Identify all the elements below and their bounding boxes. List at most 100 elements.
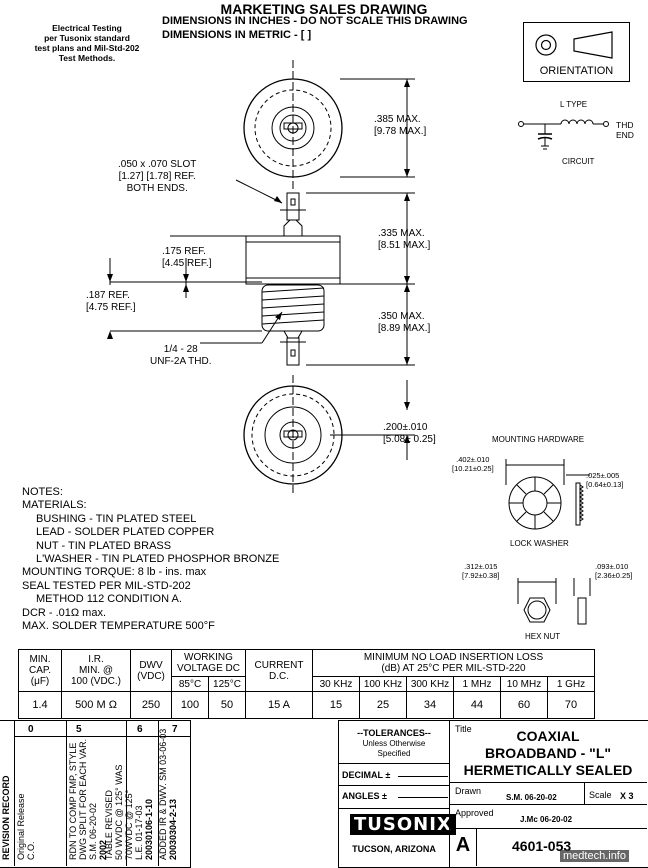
note-line: MOUNTING TORQUE: 8 lb - ins. max: [22, 566, 207, 579]
dim-metric: [2.36±0.25]: [595, 571, 633, 580]
cell-dwv: 250: [130, 691, 172, 719]
dim-187-ref: .187 REF. [4.75 REF.]: [86, 290, 135, 314]
drawn-label: Drawn: [455, 786, 482, 796]
dim-metric: [4.75 REF.]: [86, 302, 136, 313]
thread-spec: 1/4 - 28 UNF-2A THD.: [150, 344, 212, 368]
orientation-circle-icon: [535, 34, 557, 56]
circuit-end-label: END: [616, 130, 634, 140]
note-line: SEAL TESTED PER MIL-STD-202: [22, 579, 191, 592]
rev-6-number: 6: [137, 724, 143, 735]
cell-current: 15 A: [245, 691, 313, 719]
rev-0-number: 0: [28, 724, 34, 735]
dim-inch: .312±.015: [464, 562, 498, 571]
electrical-testing-line: Electrical Testing: [52, 23, 122, 33]
drawing-size: A: [455, 834, 471, 856]
lock-washer-label: LOCK WASHER: [510, 539, 569, 548]
cell-wv125: 50: [208, 691, 246, 719]
washer-od-dim: .402±.010 [10.21±0.25]: [452, 455, 494, 473]
cell-loss: 60: [500, 691, 548, 719]
rev-5-number: 5: [76, 724, 82, 735]
dimensions-metric-note: DIMENSIONS IN METRIC - [ ]: [162, 29, 312, 41]
mounting-hardware-title: MOUNTING HARDWARE: [492, 435, 585, 444]
terminal-right-icon: [603, 121, 609, 127]
dim-metric: [4.45 REF.]: [162, 258, 212, 269]
lock-washer-drawing: [505, 459, 590, 530]
slot-line: .050 x .070 SLOT: [118, 159, 197, 170]
header-freq: 1 GHz: [547, 676, 595, 692]
dim-metric: [5.08± 0.25]: [383, 434, 436, 445]
electrical-testing-line: Test Methods.: [58, 53, 116, 63]
table-row: 1.4 500 M Ω 250 100 50 15 A 15 25 34 44 …: [18, 691, 595, 719]
dimensions-inches-note: DIMENSIONS IN INCHES - DO NOT SCALE THIS…: [162, 15, 468, 27]
thread-line: UNF-2A THD.: [150, 356, 212, 367]
header-ir: I.R.MIN. @100 (VDC.): [61, 649, 131, 692]
dim-metric: [10.21±0.25]: [452, 464, 494, 473]
header-min-cap: MIN.CAP.(μF): [18, 649, 62, 692]
notes-heading: NOTES:: [22, 486, 63, 498]
header-dwv: DWV(VDC): [130, 649, 172, 692]
hex-nut-thickness-dim: .093±.010 [2.36±0.25]: [595, 562, 632, 580]
header-freq: 30 KHz: [312, 676, 360, 692]
component-drawing: [107, 60, 415, 495]
slot-line: [1.27] [1.78] REF.: [118, 171, 196, 182]
dim-175-ref: .175 REF. [4.45 REF.]: [162, 246, 211, 270]
dim-inch: .385 MAX.: [374, 114, 421, 125]
cell-loss: 25: [359, 691, 407, 719]
angles-tolerance-label: ANGLES ±: [342, 791, 387, 801]
scale-value: X 3: [620, 791, 634, 801]
dim-inch: .350 MAX.: [378, 311, 425, 322]
header-freq: 10 MHz: [500, 676, 548, 692]
header-wv-125c: 125°C: [208, 676, 246, 692]
part-number: 4601-053: [512, 838, 572, 854]
note-line: BUSHING - TIN PLATED STEEL: [36, 512, 197, 525]
decimal-tolerance-label: DECIMAL ±: [342, 770, 391, 780]
cell-loss: 34: [406, 691, 454, 719]
dim-inch: .093±.010: [595, 562, 629, 571]
bottom-terminal: [286, 337, 300, 366]
cell-loss: 15: [312, 691, 360, 719]
note-line: NUT - TIN PLATED BRASS: [36, 539, 172, 552]
header-wv-85c: 85°C: [171, 676, 209, 692]
header-insertion-loss: MINIMUM NO LOAD INSERTION LOSS(dB) AT 25…: [312, 649, 595, 677]
dim-metric: [0.64±0.13]: [586, 480, 624, 489]
hex-nut-drawing: [517, 578, 591, 625]
dim-inch: .175 REF.: [162, 246, 206, 257]
approved-value: J.Mc 06-20-02: [520, 815, 573, 824]
dim-inch: .200±.010: [383, 422, 428, 433]
top-terminal: [286, 192, 300, 221]
note-line: LEAD - SOLDER PLATED COPPER: [36, 526, 215, 539]
tolerances-title: --TOLERANCES--: [357, 728, 431, 738]
note-line: L'WASHER - TIN PLATED PHOSPHOR BRONZE: [36, 553, 280, 566]
orientation-box: ORIENTATION: [523, 22, 630, 82]
cell-loss: 70: [547, 691, 595, 719]
electrical-testing-line: test plans and Mil-Std-202: [34, 43, 140, 53]
header-freq: 1 MHz: [453, 676, 501, 692]
dim-thread-length: .350 MAX. [8.89 MAX.]: [378, 311, 430, 335]
spec-table: MIN.CAP.(μF) I.R.MIN. @100 (VDC.) DWV(VD…: [18, 649, 595, 719]
dim-inch: .335 MAX.: [378, 228, 425, 239]
dim-inch: .025±.005: [586, 471, 620, 480]
orientation-inner-circle-icon: [540, 39, 552, 51]
note-line: MATERIALS:: [22, 499, 87, 512]
washer-thickness-dim: .025±.005 [0.64±0.13]: [586, 471, 623, 489]
electrical-testing-line: per Tusonix standard: [44, 33, 130, 43]
note-line: METHOD 112 CONDITION A.: [36, 593, 182, 606]
dim-metric: [7.92±0.38]: [462, 571, 500, 580]
cell-ir: 500 M Ω: [61, 691, 131, 719]
title-label: Title: [455, 724, 472, 734]
revision-record-title: REVISION RECORD: [1, 775, 11, 860]
dim-metric: [8.51 MAX.]: [378, 240, 431, 251]
circuit-type-label: L TYPE: [560, 100, 588, 109]
dim-inch: .402±.010: [456, 455, 490, 464]
note-line: DCR - .01Ω max.: [22, 606, 107, 619]
hex-nut-label: HEX NUT: [525, 632, 561, 641]
hex-nut-af-dim: .312±.015 [7.92±0.38]: [462, 562, 499, 580]
scale-label: Scale: [589, 790, 612, 800]
